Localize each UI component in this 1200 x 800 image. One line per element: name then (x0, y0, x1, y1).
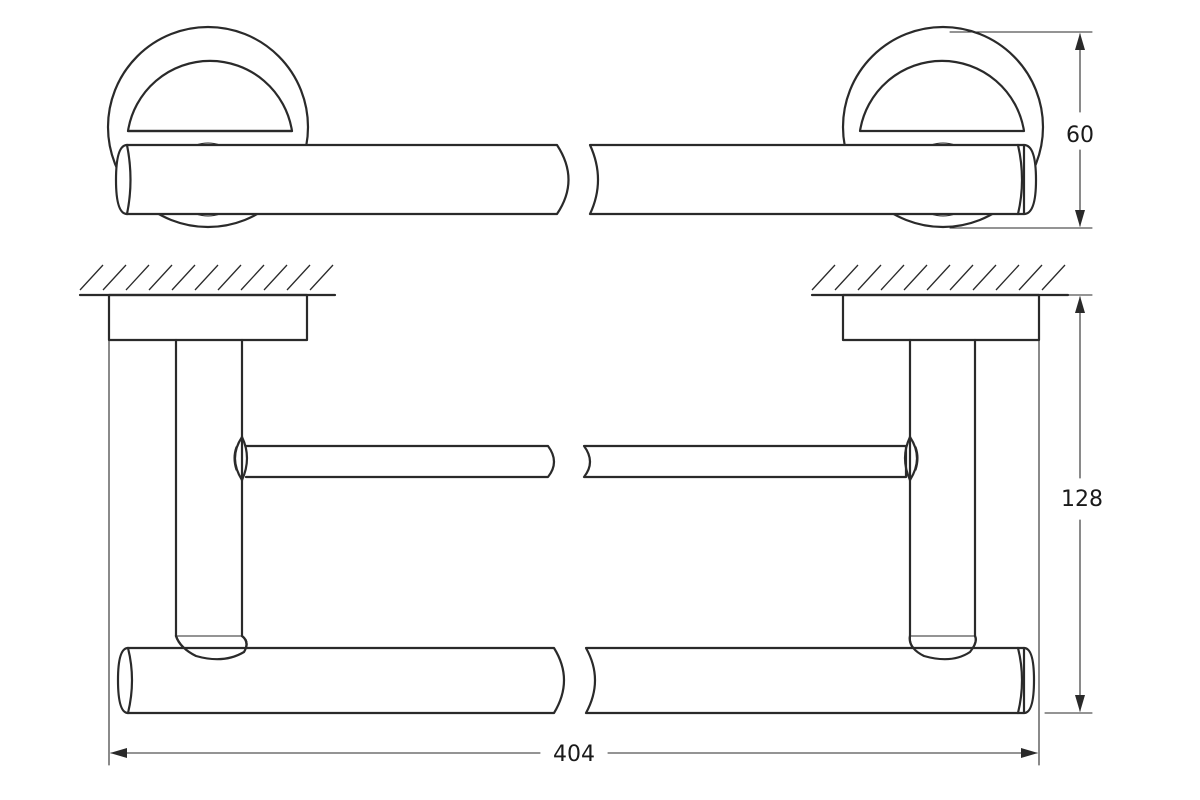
wall-right (810, 264, 1070, 297)
top-bar-left (114, 143, 570, 216)
bottom-bar (116, 634, 1036, 715)
right-mount-top (841, 25, 1045, 229)
depth-label: 60 (1066, 123, 1094, 148)
top-view (106, 25, 1045, 229)
height-dimension: 128 (1044, 294, 1103, 714)
depth-dimension: 60 (949, 31, 1094, 229)
left-mount-top (106, 25, 310, 229)
middle-rail (244, 444, 908, 479)
width-dimension: 404 (108, 339, 1040, 767)
top-bar-right (588, 143, 1038, 216)
wall-left (78, 264, 337, 297)
height-label: 128 (1061, 487, 1103, 512)
width-label: 404 (553, 742, 595, 767)
